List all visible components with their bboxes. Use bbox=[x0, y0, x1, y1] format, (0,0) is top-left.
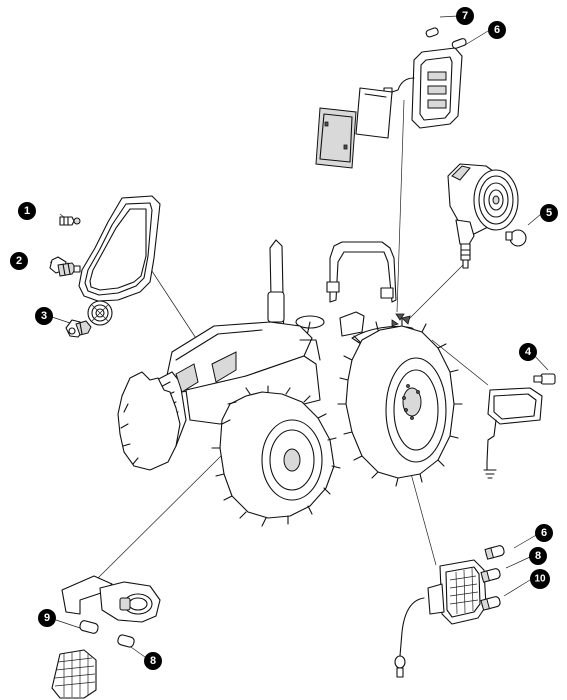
arrow-marks bbox=[391, 313, 411, 327]
bulb-3 bbox=[65, 319, 92, 338]
svg-text:6: 6 bbox=[541, 527, 547, 539]
callout-1: 1 bbox=[18, 202, 36, 220]
callout-3: 3 bbox=[35, 307, 53, 325]
callout-10: 10 bbox=[530, 569, 550, 589]
callout-7-top: 7 bbox=[456, 7, 474, 25]
bulb-6-bottom bbox=[484, 545, 505, 560]
callout-4: 4 bbox=[519, 343, 537, 361]
round-work-lamp bbox=[447, 163, 519, 269]
headlamp-assembly bbox=[78, 195, 161, 326]
svg-text:2: 2 bbox=[16, 255, 22, 267]
tractor bbox=[117, 239, 463, 527]
svg-text:4: 4 bbox=[525, 346, 532, 358]
callout-9: 9 bbox=[38, 609, 56, 627]
svg-text:6: 6 bbox=[494, 24, 500, 36]
bulb-8-left bbox=[117, 634, 135, 648]
callout-5: 5 bbox=[540, 204, 558, 222]
bulb-5 bbox=[505, 229, 527, 247]
bulb-7-top bbox=[425, 27, 439, 38]
svg-text:8: 8 bbox=[150, 655, 156, 667]
bulb-10 bbox=[480, 596, 501, 611]
bulb-8-right bbox=[480, 568, 501, 583]
tail-lamp-assembly bbox=[394, 559, 487, 678]
bulb-1 bbox=[59, 216, 81, 226]
bulb-2 bbox=[49, 256, 81, 277]
callout-8-left: 8 bbox=[144, 652, 162, 670]
callout-6-top: 6 bbox=[488, 21, 506, 39]
side-marker-lamp bbox=[483, 387, 543, 479]
svg-text:10: 10 bbox=[534, 574, 546, 585]
bulb-9 bbox=[79, 620, 99, 634]
bolt-4 bbox=[533, 373, 556, 385]
svg-text:5: 5 bbox=[546, 207, 552, 219]
svg-text:1: 1 bbox=[24, 205, 30, 217]
callout-2: 2 bbox=[10, 252, 28, 270]
svg-text:9: 9 bbox=[44, 612, 50, 624]
callout-6-bottom: 6 bbox=[535, 524, 553, 542]
callout-8-right: 8 bbox=[529, 547, 547, 565]
bracket-lamp-assembly bbox=[61, 575, 161, 623]
lamp-lens-grid bbox=[51, 649, 97, 699]
svg-text:3: 3 bbox=[41, 310, 47, 322]
svg-text:8: 8 bbox=[535, 550, 541, 562]
svg-text:7: 7 bbox=[462, 10, 468, 22]
bulb-6-top bbox=[451, 38, 467, 49]
rear-work-lamp bbox=[315, 47, 463, 169]
